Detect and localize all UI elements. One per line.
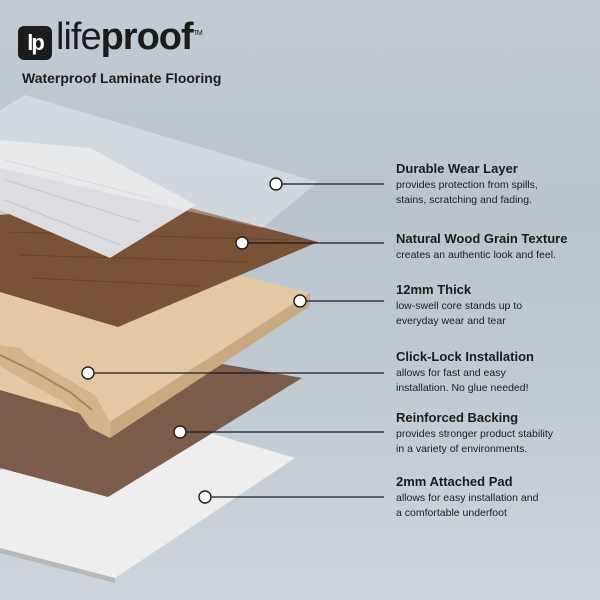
callout-dot-pad <box>198 490 212 504</box>
callout-title: Reinforced Backing <box>396 410 519 425</box>
attached-pad-edge <box>0 548 115 583</box>
callout-desc-line-1: allows for fast and easy <box>396 367 506 379</box>
callout-dot-backing <box>173 425 187 439</box>
callout-dot-thickness <box>293 294 307 308</box>
callout-title: 2mm Attached Pad <box>396 474 513 489</box>
callout-desc-line-1: low-swell core stands up to <box>396 300 523 312</box>
callout-thickness: 12mm Thick low-swell core stands up to e… <box>396 282 596 328</box>
callout-title: Durable Wear Layer <box>396 161 518 176</box>
callout-desc-line-2: a comfortable underfoot <box>396 507 507 519</box>
trademark-symbol: TM <box>193 30 203 37</box>
wordmark-life: life <box>56 16 102 58</box>
callout-pad: 2mm Attached Pad allows for easy install… <box>396 474 596 520</box>
callout-desc-line-2: in a variety of environments. <box>396 443 528 455</box>
core-board-edge <box>110 293 310 438</box>
product-subtitle: Waterproof Laminate Flooring <box>22 70 222 86</box>
callout-wear-layer: Durable Wear Layer provides protection f… <box>396 161 596 207</box>
callout-desc-line-1: creates an authentic look and feel. <box>396 249 556 261</box>
callout-desc-line-2: installation. No glue needed! <box>396 382 529 394</box>
callout-desc-line-2: stains, scratching and fading. <box>396 194 532 206</box>
callout-title: Natural Wood Grain Texture <box>396 231 568 246</box>
decor-grain-lines <box>4 159 151 246</box>
decor-panel <box>0 140 196 258</box>
brand-wordmark: lifeproofTM <box>56 16 203 67</box>
callout-desc-line-1: allows for easy installation and <box>396 492 539 504</box>
lp-logo-mark: lp <box>18 25 52 60</box>
wear-layer <box>0 95 318 228</box>
callout-desc-line-1: provides stronger product stability <box>396 428 553 440</box>
callout-click-lock: Click-Lock Installation allows for fast … <box>396 349 596 395</box>
lifeproof-logo: lp lifeproofTM <box>18 16 203 67</box>
callout-title: 12mm Thick <box>396 282 472 297</box>
callout-desc-line-1: provides protection from spills, <box>396 179 538 191</box>
click-lock-groove <box>0 354 93 411</box>
callout-wood-grain: Natural Wood Grain Texture creates an au… <box>396 231 596 263</box>
callout-backing: Reinforced Backing provides stronger pro… <box>396 410 596 456</box>
callout-dot-wood-grain <box>235 236 249 250</box>
callout-desc-line-2: everyday wear and tear <box>396 315 506 327</box>
callout-dot-click-lock <box>81 366 95 380</box>
callout-title: Click-Lock Installation <box>396 349 534 364</box>
wordmark-proof: proof <box>100 16 194 58</box>
callout-dot-wear-layer <box>269 177 283 191</box>
